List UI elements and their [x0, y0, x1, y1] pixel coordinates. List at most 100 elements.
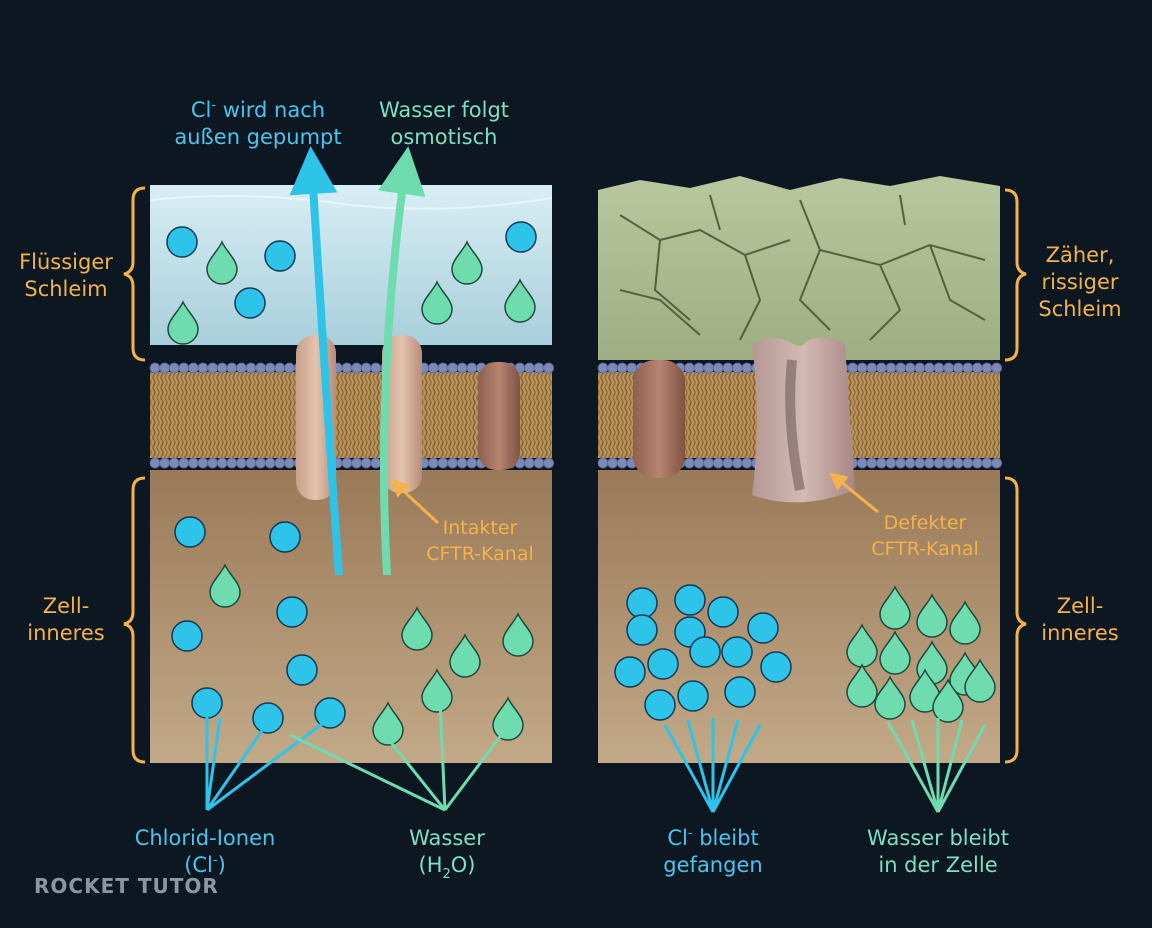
- phospholipid-head: [684, 362, 695, 374]
- phospholipid-head: [283, 362, 295, 374]
- phospholipid-head: [972, 457, 983, 469]
- defect-channel-pointer-arrow: [829, 472, 879, 514]
- phospholipid-head: [626, 362, 638, 374]
- water-flow-arrow: [377, 146, 426, 576]
- phospholipid-head: [981, 362, 993, 374]
- right-molecules: [614, 584, 996, 723]
- phospholipid-head: [216, 362, 228, 374]
- intact-channel-label-line1: Intakter: [443, 517, 518, 539]
- water-droplet: [909, 668, 941, 713]
- phospholipid-head: [847, 362, 858, 374]
- water-droplet: [949, 600, 981, 645]
- chloride-arrow-label-line1: Cl- wird nach: [191, 98, 325, 122]
- phospholipid-head: [712, 362, 724, 374]
- chloride-ion: [314, 697, 346, 729]
- phospholipid-head: [456, 362, 468, 374]
- water-arrow-label-line2: osmotisch: [391, 125, 498, 149]
- phospholipid-head: [168, 457, 180, 469]
- phospholipid-head: [722, 362, 734, 374]
- phospholipid-head: [732, 457, 743, 469]
- phospholipid-head: [235, 362, 247, 374]
- phospholipid-head: [741, 362, 753, 374]
- phospholipid-head: [226, 362, 238, 374]
- defect-channel-label-line2: CFTR-Kanal: [871, 538, 979, 560]
- left-top-bracket-label-line2: Schleim: [24, 277, 107, 301]
- chloride-ion: [614, 656, 646, 688]
- water-droplet: [421, 280, 453, 325]
- phospholipid-head: [952, 362, 964, 374]
- water-droplet: [932, 678, 964, 723]
- phospholipid-head: [207, 457, 219, 469]
- chloride-legend-label-line2: (Cl-): [184, 853, 226, 877]
- watermark-logo: ROCKET TUTOR: [34, 874, 219, 898]
- phospholipid-head: [255, 457, 267, 469]
- water-droplet: [492, 696, 524, 741]
- intact-channel-label-line2: CFTR-Kanal: [426, 543, 534, 565]
- right-top-bracket: [1004, 188, 1027, 362]
- phospholipid-head: [607, 362, 618, 374]
- phospholipid-head: [216, 457, 228, 469]
- chloride-ion: [626, 614, 658, 646]
- right-top-bracket-label-line3: Schleim: [1038, 297, 1121, 321]
- phospholipid-head: [149, 457, 161, 469]
- water-legend-label-line1: Wasser: [409, 826, 485, 850]
- phospholipid-head: [924, 362, 935, 374]
- defect-channel-label-line1: Defekter: [884, 512, 967, 534]
- right-membrane-protein: [633, 360, 685, 478]
- phospholipid-head: [712, 457, 724, 469]
- left-cytoplasm: [150, 470, 552, 763]
- left-bottom-bracket-label-line2: inneres: [27, 621, 104, 645]
- phospholipid-head: [703, 362, 714, 374]
- phospholipid-head: [904, 362, 916, 374]
- phospholipid-head: [924, 457, 935, 469]
- phospholipid-head: [226, 457, 238, 469]
- phospholipid-head: [616, 457, 628, 469]
- phospholipid-head: [895, 362, 906, 374]
- phospholipid-head: [533, 457, 545, 469]
- water-droplet: [372, 701, 404, 746]
- phospholipid-head: [341, 457, 353, 469]
- phospholipid-head: [427, 362, 439, 374]
- water-droplet: [874, 675, 906, 720]
- phospholipid-head: [597, 362, 609, 374]
- water-droplet: [879, 585, 911, 630]
- phospholipid-head: [274, 457, 286, 469]
- chloride-ion: [166, 226, 198, 258]
- water-droplet: [209, 563, 241, 608]
- right-top-bracket-label-line1: Zäher,: [1046, 243, 1115, 267]
- chloride-ion: [505, 221, 537, 253]
- phospholipid-head: [991, 457, 1002, 469]
- chloride-arrow-label-line2: außen gepumpt: [174, 125, 341, 149]
- phospholipid-head: [264, 457, 276, 469]
- phospholipid-head: [197, 457, 209, 469]
- trapped-chloride-label-line1: Cl- bleibt: [667, 826, 758, 850]
- trapped-chloride-lines: [663, 718, 762, 813]
- phospholipid-head: [741, 457, 753, 469]
- chloride-ion: [760, 651, 792, 683]
- phospholipid-head: [914, 362, 926, 374]
- water-legend-lines: [289, 699, 507, 812]
- phospholipid-head: [187, 362, 199, 374]
- phospholipid-head: [693, 457, 705, 469]
- phospholipid-head: [543, 362, 554, 374]
- chloride-ion: [252, 702, 284, 734]
- left-bottom-bracket-label-line1: Zell-: [43, 594, 90, 618]
- water-legend-label-line2: (H2O): [419, 853, 476, 882]
- phospholipid-head: [597, 457, 609, 469]
- phospholipid-head: [933, 457, 945, 469]
- chloride-ion: [644, 689, 676, 721]
- left-cftr-channel-b: [382, 335, 422, 493]
- phospholipid-head: [914, 457, 926, 469]
- phospholipid-head: [885, 362, 897, 374]
- chloride-flow-arrow: [289, 146, 343, 576]
- mucus-cracks: [619, 194, 986, 341]
- phospholipid-head: [447, 362, 459, 374]
- phospholipid-head: [235, 457, 247, 469]
- phospholipid-head: [437, 362, 449, 374]
- phospholipid-head: [895, 457, 906, 469]
- trapped-water-lines: [886, 718, 987, 813]
- phospholipid-head: [207, 362, 219, 374]
- left-top-bracket-label-line1: Flüssiger: [19, 250, 113, 274]
- chloride-ion: [707, 596, 739, 628]
- phospholipid-head: [178, 362, 190, 374]
